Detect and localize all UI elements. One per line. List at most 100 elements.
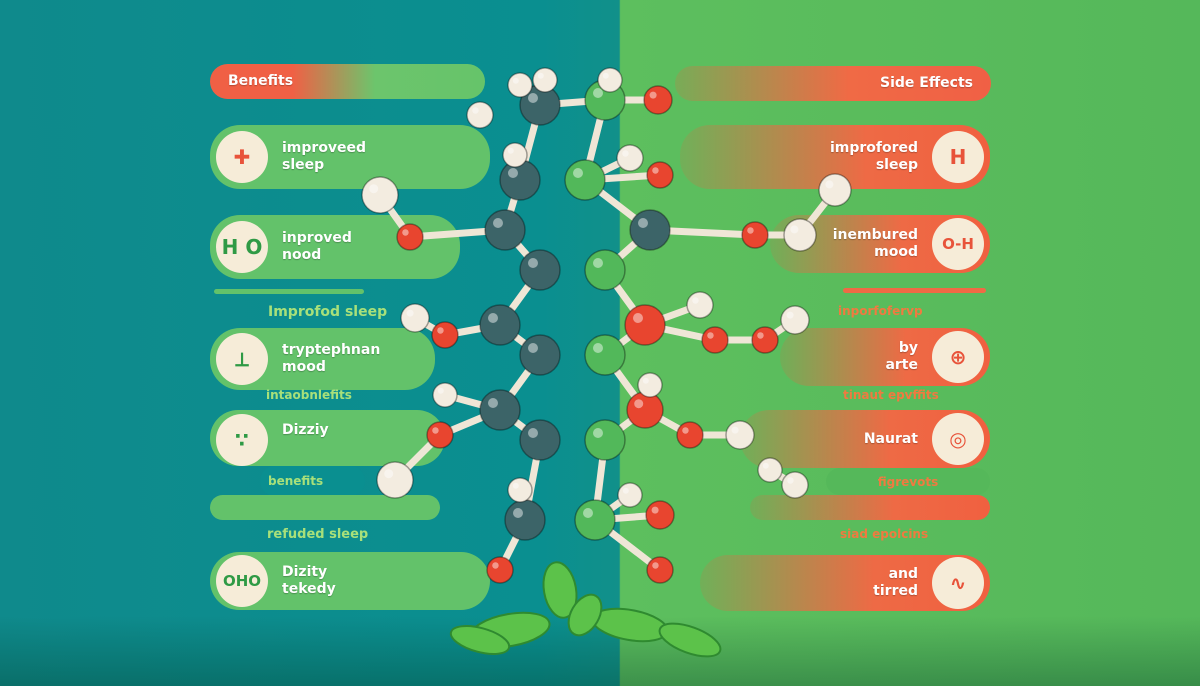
side-effects-sub-pill: figrevots (826, 468, 990, 495)
atom (532, 67, 558, 93)
atom-highlight (369, 184, 379, 194)
atom (376, 461, 414, 499)
atom-highlight (508, 168, 518, 178)
atom-highlight (651, 506, 659, 514)
atom-highlight (513, 508, 523, 518)
atom (519, 249, 561, 291)
atom-highlight (757, 332, 764, 339)
atom-highlight (634, 399, 644, 409)
atom (725, 420, 755, 450)
atom (686, 291, 714, 319)
atom (624, 304, 666, 346)
atom-highlight (432, 427, 439, 434)
molecule-ohh-icon: OHO (216, 555, 268, 607)
atom (479, 304, 521, 346)
atom (617, 482, 643, 508)
atom (519, 334, 561, 376)
benefit-item-3: ⟂ tryptephnan mood (210, 328, 435, 390)
atom (780, 305, 810, 335)
plus-cross-icon: ✚ (216, 131, 268, 183)
side-effects-header: Side Effects (675, 66, 991, 101)
molecule-oh-icon: O-H (932, 218, 984, 270)
benefit-label: refuded sleep (267, 527, 369, 542)
atom-highlight (488, 313, 498, 323)
atom-highlight (747, 227, 754, 234)
heartbeat-icon: ∿ (932, 557, 984, 609)
benefit-item-text: Dizziy (282, 422, 329, 438)
atom (584, 249, 626, 291)
atom-highlight (622, 487, 629, 494)
benefit-label: benefits (268, 474, 324, 488)
atom-highlight (406, 309, 414, 317)
atom (584, 334, 626, 376)
atom (431, 321, 459, 349)
atom-highlight (593, 428, 603, 438)
atom-highlight (692, 297, 699, 304)
atom-highlight (573, 168, 583, 178)
atom (504, 499, 546, 541)
atom-highlight (633, 313, 643, 323)
basil-leaf-icon (542, 561, 578, 619)
side-effect-item-text: and tirred (873, 566, 918, 599)
atom (701, 326, 729, 354)
atom (479, 389, 521, 431)
atom-highlight (583, 508, 593, 518)
atom-highlight (652, 167, 659, 174)
atom-highlight (437, 327, 444, 334)
atom (646, 161, 674, 189)
atom (643, 85, 673, 115)
atom (616, 144, 644, 172)
benefit-item-text: inproved nood (282, 230, 352, 263)
molecule-ring-icon: ⊕ (932, 331, 984, 383)
benefit-item-text: Dizity tekedy (282, 564, 336, 597)
concentric-circles-icon: ◎ (932, 413, 984, 465)
atom (646, 556, 674, 584)
atom (741, 221, 769, 249)
atom-highlight (528, 93, 538, 103)
benefits-sub-pill: benefits (260, 466, 365, 496)
benefit-item-1: ✚improveed sleep (210, 125, 490, 189)
atom-highlight (762, 462, 769, 469)
atom (432, 382, 458, 408)
atom-highlight (825, 180, 834, 189)
atom (629, 209, 671, 251)
atom-highlight (512, 482, 519, 489)
benefits-header: Benefits (210, 64, 485, 99)
side-effect-item-text: improfored sleep (829, 140, 918, 173)
atom-highlight (786, 311, 794, 319)
atom-highlight (622, 150, 629, 157)
atom (361, 176, 399, 214)
side-effect-item-text: Naurat (863, 430, 918, 447)
atom (574, 499, 616, 541)
atom (751, 326, 779, 354)
molecule-hoo-icon: H O (216, 221, 268, 273)
atom (466, 101, 494, 129)
atom-highlight (402, 229, 409, 236)
side-effect-label: inporfofervp (838, 304, 923, 318)
atom-highlight (787, 477, 794, 484)
side-effect-item-text: inembured mood (832, 227, 918, 260)
atom (584, 419, 626, 461)
atom (626, 391, 664, 429)
benefit-item-text: tryptephnan mood (282, 342, 381, 375)
atom-highlight (493, 218, 503, 228)
atom-highlight (492, 562, 499, 569)
benefit-label: Improfod sleep (268, 304, 388, 320)
side-effect-label: siad epolcins (840, 527, 929, 541)
basil-leaf-icon (567, 593, 603, 637)
molecule-branch-icon: ⟂ (216, 333, 268, 385)
atom (396, 223, 424, 251)
side-effects-header-text: Side Effects (880, 75, 973, 91)
atom-highlight (537, 72, 544, 79)
benefit-item-2: H O inproved nood (210, 215, 460, 279)
atom (676, 421, 704, 449)
atom-highlight (649, 91, 657, 99)
atom-highlight (593, 88, 603, 98)
atom (426, 421, 454, 449)
divider (843, 288, 986, 293)
atom-highlight (790, 225, 799, 234)
atom-highlight (602, 72, 609, 79)
atom-highlight (642, 377, 649, 384)
molecule-h-icon: H (932, 131, 984, 183)
